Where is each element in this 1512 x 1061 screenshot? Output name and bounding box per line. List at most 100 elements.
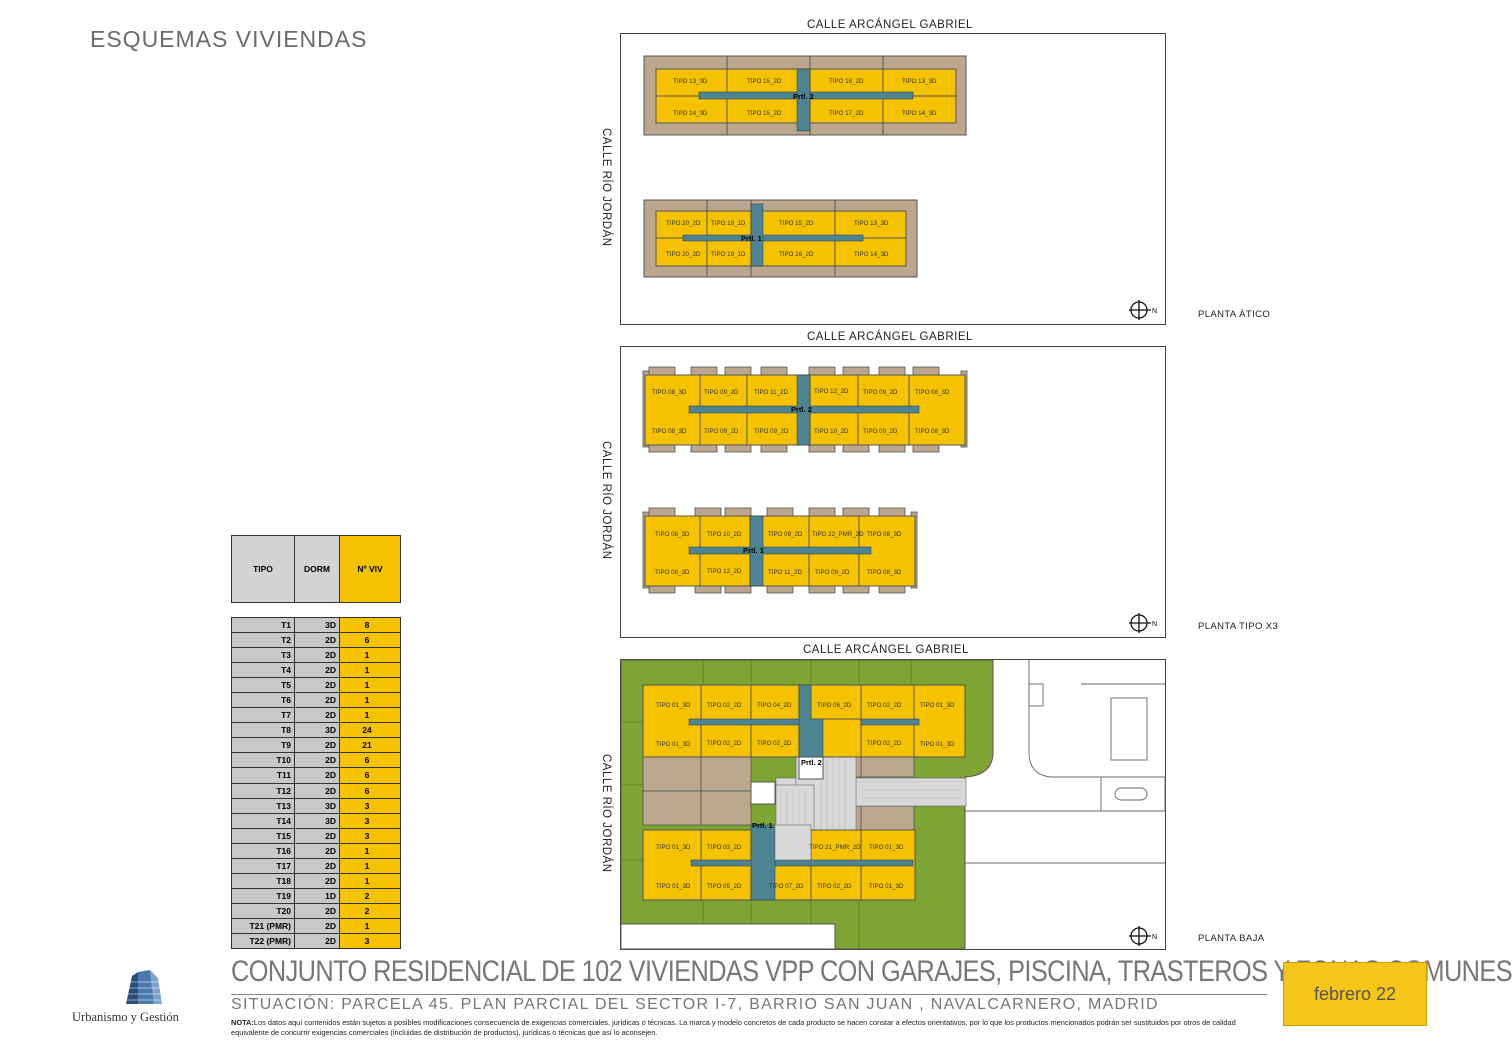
cell-nviv: 1 [340, 708, 400, 723]
header-dorm: DORM [295, 536, 340, 602]
unit-label: TIPO 22_PMR_2D [812, 531, 864, 538]
cell-dorm: 2D [295, 708, 340, 723]
cell-dorm: 2D [295, 753, 340, 768]
portal-label: Prtl. 1 [743, 546, 764, 555]
unit-label: TIPO 08_3D [655, 531, 690, 538]
unit-label: TIPO 15_2D [747, 110, 782, 117]
cell-dorm: 2D [295, 858, 340, 873]
street-label-left: CALLE RÍO JORDÁN [600, 441, 612, 560]
unit-label: TIPO 14_3D [854, 251, 889, 258]
svg-text:N: N [1152, 934, 1157, 941]
corridor [688, 718, 802, 726]
cell-dorm: 1D [295, 888, 340, 903]
cell-tipo: T1 [232, 618, 295, 633]
building-logo-icon [126, 970, 162, 1004]
cell-nviv: 8 [340, 618, 400, 633]
note-text: Los datos aquí contenidos están sujetos … [231, 1018, 1236, 1037]
svg-text:N: N [1152, 621, 1157, 628]
divider [231, 994, 1267, 995]
unit-label: TIPO 13_3D [854, 220, 889, 227]
plan-typical: Prtl. 2 TIPO 08_3D TIPO 09_2D TIPO 11_2D… [620, 346, 1166, 638]
unit-label: TIPO 14_3D [673, 110, 708, 117]
core-portal-1 [749, 515, 764, 587]
unit-label: TIPO 08_3D [655, 569, 690, 576]
floor-label-typical: PLANTA TIPO X3 [1198, 621, 1279, 632]
unit-label: TIPO 05_2D [707, 883, 742, 890]
cell-tipo: T7 [232, 708, 295, 723]
unit-label: TIPO 13_3D [673, 78, 708, 85]
unit-label: TIPO 01_3D [656, 702, 691, 709]
unit-label: TIPO 09_2D [704, 428, 739, 435]
cell-dorm: 2D [295, 633, 340, 648]
portal-label: Prtl. 2 [793, 92, 814, 101]
cell-nviv: 2 [340, 903, 400, 918]
cell-nviv: 1 [340, 843, 400, 858]
unit-label: TIPO 01_3D [656, 844, 691, 851]
cell-dorm: 2D [295, 768, 340, 783]
cell-nviv: 1 [340, 693, 400, 708]
cell-nviv: 3 [340, 813, 400, 828]
plan-ground: Prtl. 2 TIPO 01_3D TIPO 02_2D TIPO 04_2D… [620, 659, 1166, 950]
unit-label: TIPO 09_2D [704, 389, 739, 396]
unit-label: TIPO 09_2D [754, 428, 789, 435]
unit-label: TIPO 12_2D [814, 388, 849, 395]
street-label-left: CALLE RÍO JORDÁN [600, 128, 612, 247]
attic-plan-svg: Prtl. 2 TIPO 13_3D TIPO 15_2D TIPO 18_2D… [643, 55, 1157, 320]
cell-dorm: 2D [295, 678, 340, 693]
unit-label: TIPO 08_3D [915, 389, 950, 396]
cell-tipo: T10 [232, 753, 295, 768]
project-location: SITUACIÓN: PARCELA 45. PLAN PARCIAL DEL … [231, 996, 1159, 1013]
plan-attic: Prtl. 2 TIPO 13_3D TIPO 15_2D TIPO 18_2D… [620, 33, 1166, 325]
unit-label: TIPO 08_3D [652, 428, 687, 435]
north-arrow-icon: N [1129, 300, 1157, 320]
unit-label: TIPO 04_2D [757, 702, 792, 709]
unit-label: TIPO 15_2D [747, 78, 782, 85]
unit-label: TIPO 02_2D [707, 702, 742, 709]
street-label-left: CALLE RÍO JORDÁN [600, 754, 612, 873]
cell-tipo: T20 [232, 903, 295, 918]
cell-tipo: T6 [232, 693, 295, 708]
portal-label: Prtl. 2 [801, 758, 822, 767]
unit-label: TIPO 21_PMR_2D [809, 844, 861, 851]
unit-label: TIPO 02_2D [867, 740, 902, 747]
unit-label: TIPO 02_2D [817, 883, 852, 890]
cell-dorm: 3D [295, 618, 340, 633]
cell-tipo: T8 [232, 723, 295, 738]
unit-label: TIPO 18_2D [829, 78, 864, 85]
portal-label: Prtl. 2 [791, 405, 812, 414]
cell-tipo: T2 [232, 633, 295, 648]
cell-tipo: T9 [232, 738, 295, 753]
cell-dorm: 2D [295, 873, 340, 888]
unit-label: TIPO 20_2D [666, 251, 701, 258]
cell-tipo: T13 [232, 798, 295, 813]
cell-nviv: 6 [340, 783, 400, 798]
cell-dorm: 3D [295, 723, 340, 738]
header-tipo: TIPO [232, 536, 295, 602]
cell-dorm: 2D [295, 663, 340, 678]
cell-dorm: 2D [295, 648, 340, 663]
corridor [688, 546, 872, 555]
unit-label: TIPO 07_2D [769, 883, 804, 890]
unit-label: TIPO 08_3D [867, 531, 902, 538]
cell-tipo: T17 [232, 858, 295, 873]
cell-dorm: 2D [295, 933, 340, 949]
street-label-top: CALLE ARCÁNGEL GABRIEL [803, 644, 969, 656]
portal-label: Prtl. 1 [752, 821, 773, 830]
core-portal-2 [796, 68, 811, 132]
cell-dorm: 2D [295, 783, 340, 798]
unit-label: TIPO 09_2D [815, 569, 850, 576]
unit-label: TIPO 11_2D [754, 389, 788, 396]
cell-tipo: T3 [232, 648, 295, 663]
